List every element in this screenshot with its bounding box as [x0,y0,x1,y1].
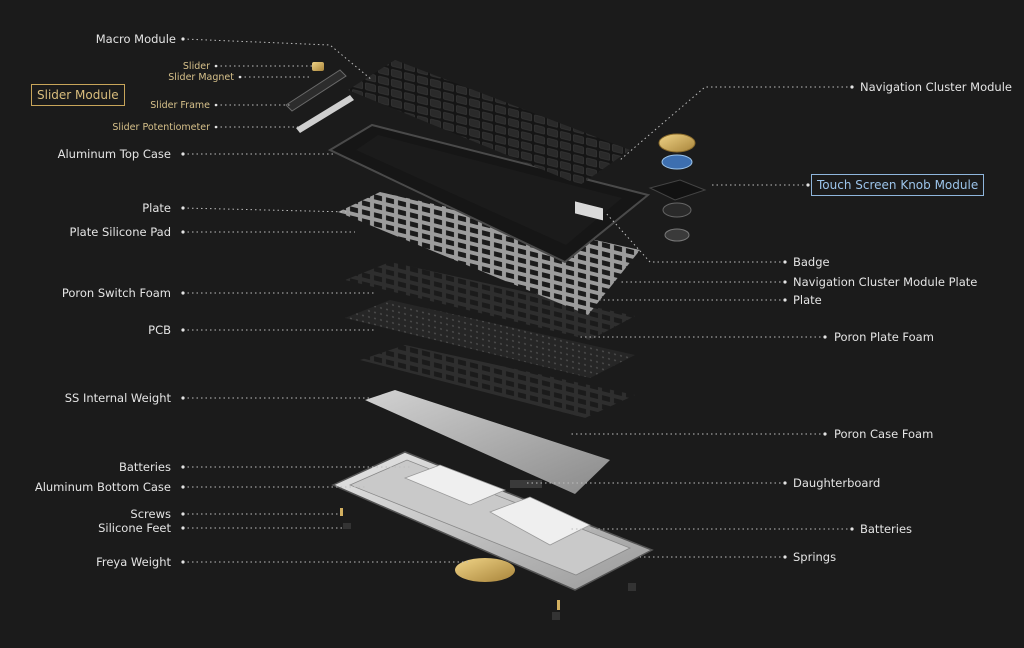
label-badge: Badge [793,255,830,269]
label-pcb: PCB [148,323,171,337]
label-poron-case-foam: Poron Case Foam [834,427,934,441]
knob-shaft [664,228,690,242]
freya-weight [455,558,515,582]
knob-base [648,179,707,201]
battery-left [403,464,507,506]
label-slider-frame: Slider Frame [150,100,210,111]
touch-screen-knob-module-tag: Touch Screen Knob Module [811,174,985,196]
plate-layer [338,192,640,315]
bottom-case-inner [348,459,631,576]
label-slider: Slider [182,61,210,72]
battery-right [489,496,591,546]
pcb-layer [345,300,635,378]
screw-icon [340,508,343,516]
poron-plate-foam-layer [345,262,635,340]
slider-potentiometer [296,95,354,133]
spring-icon [557,600,560,610]
label-plate-silicone-pad: Plate Silicone Pad [69,225,171,239]
label-daughterboard: Daughterboard [793,476,881,490]
label-slider-magnet: Slider Magnet [168,72,234,83]
label-navigation-cluster-module: Navigation Cluster Module [860,80,1012,94]
label-aluminum-bottom-case: Aluminum Bottom Case [34,480,171,494]
poron-case-foam-layer [360,345,635,418]
label-slider-potentiometer: Slider Potentiometer [112,122,210,133]
knob-screen [661,154,693,170]
leader-dots [181,37,854,564]
knob-ring [658,133,696,153]
label-batteries-left: Batteries [118,460,171,474]
slider-knob [312,62,324,71]
label-silicone-feet: Silicone Feet [98,521,171,535]
leader-lines-left [182,38,470,563]
label-plate: Plate [142,201,171,215]
label-plate-right: Plate [793,293,822,307]
label-poron-switch-foam: Poron Switch Foam [61,286,171,300]
label-freya-weight: Freya Weight [96,555,171,569]
foot-icon [552,612,560,620]
knob-gear [662,202,692,218]
ss-internal-weight-layer [365,390,610,494]
label-batteries-right: Batteries [860,522,913,536]
badge [575,201,603,221]
label-aluminum-top-case: Aluminum Top Case [57,147,171,161]
label-springs: Springs [793,550,837,564]
foot-icon [343,523,351,529]
slider-module-tag: Slider Module [31,84,125,106]
leader-lines-right [525,86,852,558]
top-case-window [356,135,622,245]
label-poron-plate-foam: Poron Plate Foam [834,330,934,344]
label-navigation-cluster-module-plate: Navigation Cluster Module Plate [793,275,978,289]
slider-frame [285,69,347,112]
keycaps-layer [348,60,630,185]
daughterboard [510,480,542,488]
foot-icon [628,583,636,591]
label-screws: Screws [130,507,171,521]
label-macro-module: Macro Module [95,32,176,46]
label-ss-internal-weight: SS Internal Weight [64,391,171,405]
